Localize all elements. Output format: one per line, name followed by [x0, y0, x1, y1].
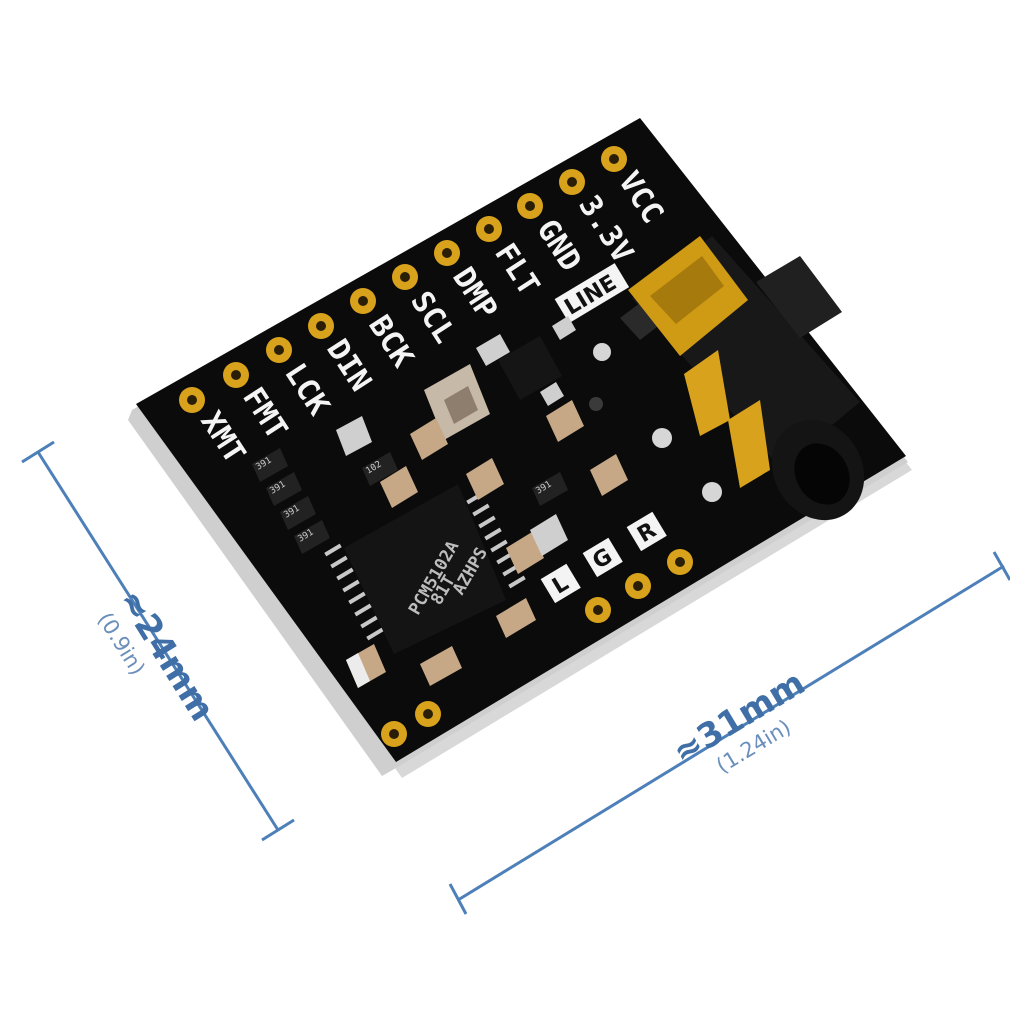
header-pads: [179, 146, 627, 413]
width-dimension-line: [448, 551, 1010, 915]
height-dimension-line: [21, 440, 295, 842]
dac-chip: PCM5102A 81T AZHPS: [324, 484, 526, 654]
passive-components: [336, 316, 628, 688]
output-label-r-box: R: [626, 511, 667, 552]
output-pads: [585, 549, 693, 623]
corner-pads: [381, 701, 441, 747]
resistors: 391 391 391 391 102 391: [252, 448, 568, 554]
output-label-l-box: L: [540, 563, 581, 604]
output-label-g-box: G: [582, 537, 623, 578]
width-dimension-label: ≈31mm (1.24in): [666, 663, 812, 778]
height-dimension-label: ≈24mm (0.9in): [93, 583, 222, 729]
audio-jack: [620, 236, 865, 521]
solder-joints: [589, 343, 722, 502]
